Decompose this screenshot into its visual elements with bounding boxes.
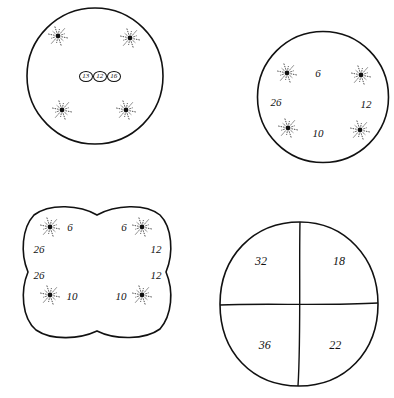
chromosome-oval: 13 (79, 71, 93, 82)
daughter-cell: 32 (224, 226, 298, 303)
count-number: 12 (96, 72, 103, 79)
centrosome-star (277, 64, 297, 83)
count-number: 12 (151, 244, 162, 255)
centrosome-stars (40, 27, 371, 305)
centrosome-star (278, 119, 298, 138)
chromosome-oval: 12 (93, 71, 107, 82)
count-number: 10 (313, 128, 324, 139)
cell-body: 6 6 26 12 26 12 10 10 (20, 203, 174, 341)
centrosome-star (40, 218, 60, 237)
count-number: 10 (116, 291, 127, 302)
count-number: 16 (110, 72, 117, 79)
count-number: 13 (82, 72, 89, 79)
centrosome-star (48, 27, 68, 46)
centrosome-star (350, 121, 370, 140)
count-number: 22 (329, 339, 341, 351)
count-number: 6 (67, 222, 73, 233)
daughter-cell: 18 (302, 226, 376, 303)
count-number: 6 (315, 68, 321, 79)
count-number: 26 (34, 244, 45, 255)
count-number: 26 (271, 97, 282, 108)
centrosome-star (120, 29, 140, 48)
cleavage-line (220, 303, 378, 305)
centrosome-star (40, 286, 60, 305)
cell-outline (27, 8, 163, 144)
daughter-cell: 22 (302, 307, 376, 383)
centrosome-star (132, 218, 152, 237)
centrosome-star (351, 66, 371, 85)
count-number: 26 (34, 270, 45, 281)
cell-outline (220, 222, 378, 386)
cell-body: 6 26 12 10 (256, 30, 390, 164)
centrosome-star (52, 101, 72, 120)
count-number: 12 (361, 99, 372, 110)
centrosome-star (132, 286, 152, 305)
centrosome-star (116, 101, 136, 120)
count-number: 6 (121, 222, 127, 233)
chromosome-oval: 16 (107, 71, 121, 82)
count-number: 10 (67, 291, 78, 302)
count-number: 18 (333, 255, 345, 267)
daughter-cell: 36 (224, 307, 298, 383)
count-number: 12 (151, 270, 162, 281)
count-number: 32 (255, 255, 267, 267)
count-number: 36 (259, 339, 271, 351)
